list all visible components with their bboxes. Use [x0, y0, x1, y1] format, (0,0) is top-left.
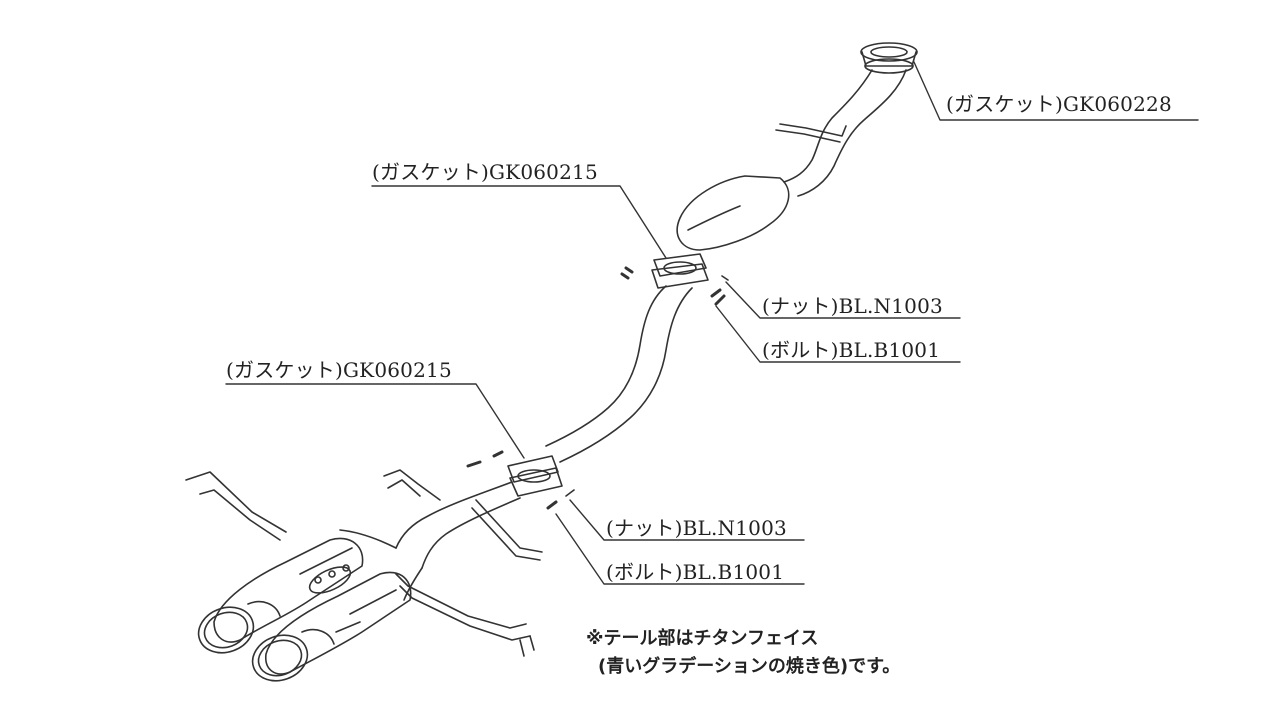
- rear-hangers: [185, 471, 535, 657]
- callout-bolt-mid: (ボルト)BL.B1001: [762, 338, 941, 362]
- callout-gasket-top: (ガスケット)GK060228: [946, 92, 1172, 116]
- front-pipe: [775, 69, 907, 197]
- y-pipe: [339, 469, 543, 601]
- callout-nut-low: (ナット)BL.N1003: [606, 516, 787, 540]
- note-line-1: ※テール部はチタンフェイス: [586, 628, 819, 649]
- leader-gasket-top: [913, 61, 1199, 121]
- leader-nut-low: [569, 499, 805, 541]
- middle-flange: [620, 253, 729, 306]
- intermediate-pipe: [545, 285, 693, 463]
- callout-bolt-low: (ボルト)BL.B1001: [606, 560, 785, 584]
- callout-nut-mid: (ナット)BL.N1003: [762, 294, 943, 318]
- center-muffler: [676, 175, 790, 251]
- tail-tip-right: [251, 628, 335, 682]
- rear-muffler-right: [265, 571, 412, 675]
- leader-gasket-low: [225, 383, 525, 459]
- leader-nut-mid: [725, 281, 961, 319]
- callout-gasket-mid: (ガスケット)GK060215: [372, 160, 598, 184]
- leader-bolt-low: [555, 513, 805, 585]
- tail-tip-left: [197, 600, 281, 654]
- front-flange: [860, 42, 918, 74]
- lower-flange: [466, 450, 575, 510]
- callout-gasket-low: (ガスケット)GK060215: [226, 358, 452, 382]
- rear-muffler-left: [213, 537, 364, 643]
- note-line-2: (青いグラデーションの焼き色)です。: [598, 656, 901, 677]
- leader-gasket-mid: [371, 185, 667, 259]
- leader-lines: [225, 61, 1199, 585]
- leader-bolt-mid: [715, 305, 961, 363]
